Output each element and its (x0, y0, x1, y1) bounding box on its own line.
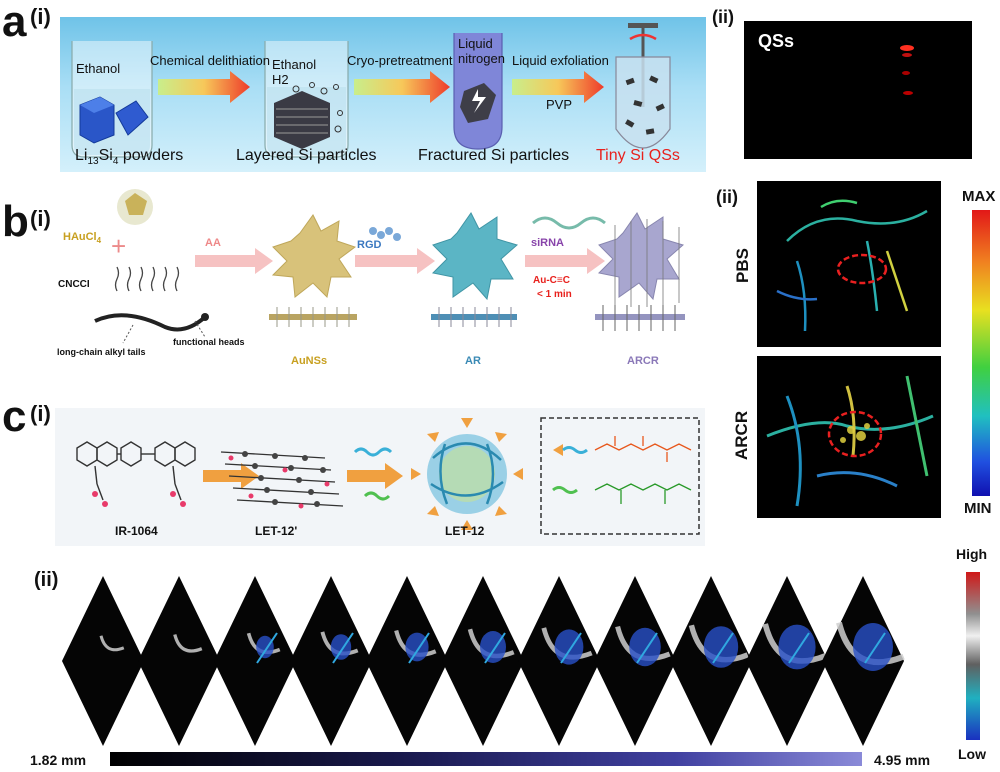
panel-a-sub-ii: (ii) (712, 7, 734, 27)
ultrasound-frame (62, 576, 144, 746)
depth-end-label: 4.95 mm (874, 752, 931, 768)
powders-label: Li13Si4 powders (75, 147, 184, 168)
rgd-label: RGD (357, 239, 382, 251)
tail-label: long-chain alkyl tails (57, 347, 146, 357)
arrow-c2-icon (347, 463, 403, 489)
depth-start-label: 1.82 mm (30, 752, 87, 768)
colorbar-max-min (972, 210, 990, 496)
beaker-2-label: Ethanol (272, 57, 317, 72)
time-label: < 1 min (537, 289, 572, 300)
panel-b-schematic: + (55, 185, 705, 375)
beaker-1-label: Ethanol (76, 61, 121, 76)
aunss-particle-icon (269, 214, 357, 327)
ar-label: AR (465, 355, 481, 367)
aunss-label: AuNSs (291, 355, 328, 367)
sirna-helix-icon (532, 216, 606, 230)
ir1064-label: IR-1064 (115, 524, 158, 538)
stage-label-1: Layered Si particles (236, 147, 377, 164)
ultrasound-frame (138, 576, 220, 746)
ultrasound-frame (518, 576, 600, 746)
pvp-label: PVP (546, 97, 573, 112)
colorbar-high-low (966, 572, 980, 740)
haucl4-label: HAuCl4 (63, 231, 102, 246)
let12-prime-layers-icon (220, 451, 344, 507)
beaker-2-icon (264, 41, 349, 158)
ultrasound-frame (670, 576, 752, 746)
cncci-label: CNCCI (58, 279, 90, 290)
depth-gradient-bar (110, 752, 862, 766)
ultrasound-frame (214, 576, 296, 746)
row-label-arcr: ARCR (732, 410, 751, 460)
rgd-molecule-icon (369, 227, 401, 241)
ultrasound-frames (58, 576, 960, 746)
nitrogen-tube-icon (453, 33, 503, 150)
panel-c-sub-ii: (ii) (34, 569, 59, 591)
colorbar-low: Low (958, 746, 986, 762)
step-2-label: Cryo-pretreatment (347, 53, 453, 68)
stage-label-3: Tiny Si QSs (596, 147, 680, 164)
panel-c-letter: c (2, 392, 27, 441)
colorbar-high: High (956, 546, 988, 562)
ir1064-molecule-icon (76, 441, 196, 501)
panel-b-sub-i: (i) (30, 206, 51, 231)
panel-b-sub-ii: (ii) (716, 187, 738, 207)
panel-a-schematic: Ethanol Ethanol H2 Chemical delithiation… (60, 17, 706, 172)
tube-label-1: Liquid (458, 36, 493, 51)
ultrasound-frame (594, 576, 676, 746)
step-3-label: Liquid exfoliation (512, 53, 609, 68)
qss-image: QSs (744, 21, 972, 159)
arrow-2-icon (354, 71, 450, 103)
arrow-1-icon (158, 71, 250, 103)
panel-c-schematic: IR-1064 LET-12' LET-12 (55, 408, 705, 546)
pbs-image (757, 181, 941, 347)
panel-a-sub-i: (i) (30, 4, 51, 29)
row-label-pbs: PBS (733, 248, 752, 283)
let12-prime-label: LET-12' (255, 524, 298, 538)
legend-box (540, 417, 700, 535)
step-1-label: Chemical delithiation (150, 53, 270, 68)
stage-label-2: Fractured Si particles (418, 147, 570, 164)
arrow-sirna-icon (525, 248, 605, 274)
let12-label: LET-12 (445, 524, 485, 538)
sirna-label: siRNA (531, 237, 565, 249)
panel-c-sub-i: (i) (30, 401, 51, 426)
svg-text:+: + (111, 231, 126, 261)
arcr-particle-icon (595, 212, 685, 331)
tube-label-2: nitrogen (458, 51, 505, 66)
ultrasound-frame (442, 576, 524, 746)
arcr-image (757, 356, 941, 518)
panel-a-letter: a (2, 0, 27, 46)
ultrasound-frame (822, 576, 905, 746)
panel-b-letter: b (2, 197, 29, 246)
beaker-1-icon (71, 41, 153, 158)
head-label: functional heads (173, 337, 245, 347)
arrow-rgd-icon (355, 248, 435, 274)
ultrasound-frame (366, 576, 448, 746)
arcr-label: ARCR (627, 355, 659, 367)
ultrasound-frame (746, 576, 828, 746)
exfoliation-tube-icon (615, 23, 671, 149)
colorbar-min: MIN (964, 500, 992, 517)
ultrasound-frame (290, 576, 372, 746)
arrow-3-icon (512, 71, 604, 103)
let12-nanoparticle-icon (411, 418, 523, 530)
beaker-2-h2: H2 (272, 72, 289, 87)
aa-label: AA (205, 237, 221, 249)
arrow-aa-icon (195, 248, 273, 274)
qss-image-label: QSs (758, 31, 795, 51)
colorbar-max: MAX (962, 188, 996, 205)
au-cec-label: Au-C≡C (533, 275, 570, 286)
ar-particle-icon (431, 212, 519, 327)
